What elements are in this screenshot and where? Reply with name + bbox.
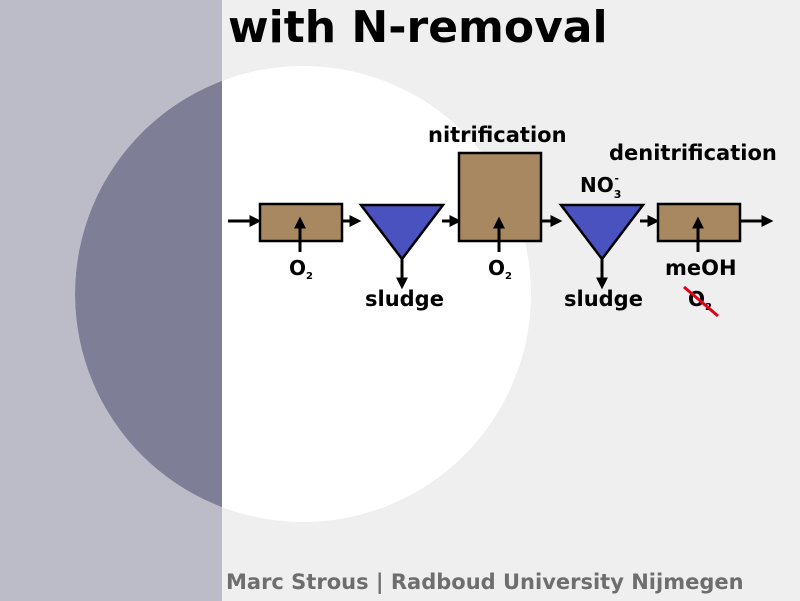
denitrification-label: denitrification [609, 141, 777, 165]
sludge-label-2: sludge [564, 287, 643, 311]
oxygen-label-1: O2 [289, 256, 313, 282]
no-oxygen-strike [683, 285, 719, 318]
slide-title: with N-removal [228, 2, 608, 53]
settler-2 [558, 203, 646, 262]
methanol-label: meOH [665, 256, 737, 280]
footer-credit: Marc Strous | Radboud University Nijmege… [226, 570, 744, 594]
nitrate-label: NO3- [580, 172, 621, 201]
nitrification-label: nitrification [428, 123, 567, 147]
background-disc-shaded-part [0, 0, 222, 601]
oxygen-label-2: O2 [488, 256, 512, 282]
settler-1 [358, 203, 446, 262]
sludge-label-1: sludge [365, 287, 444, 311]
